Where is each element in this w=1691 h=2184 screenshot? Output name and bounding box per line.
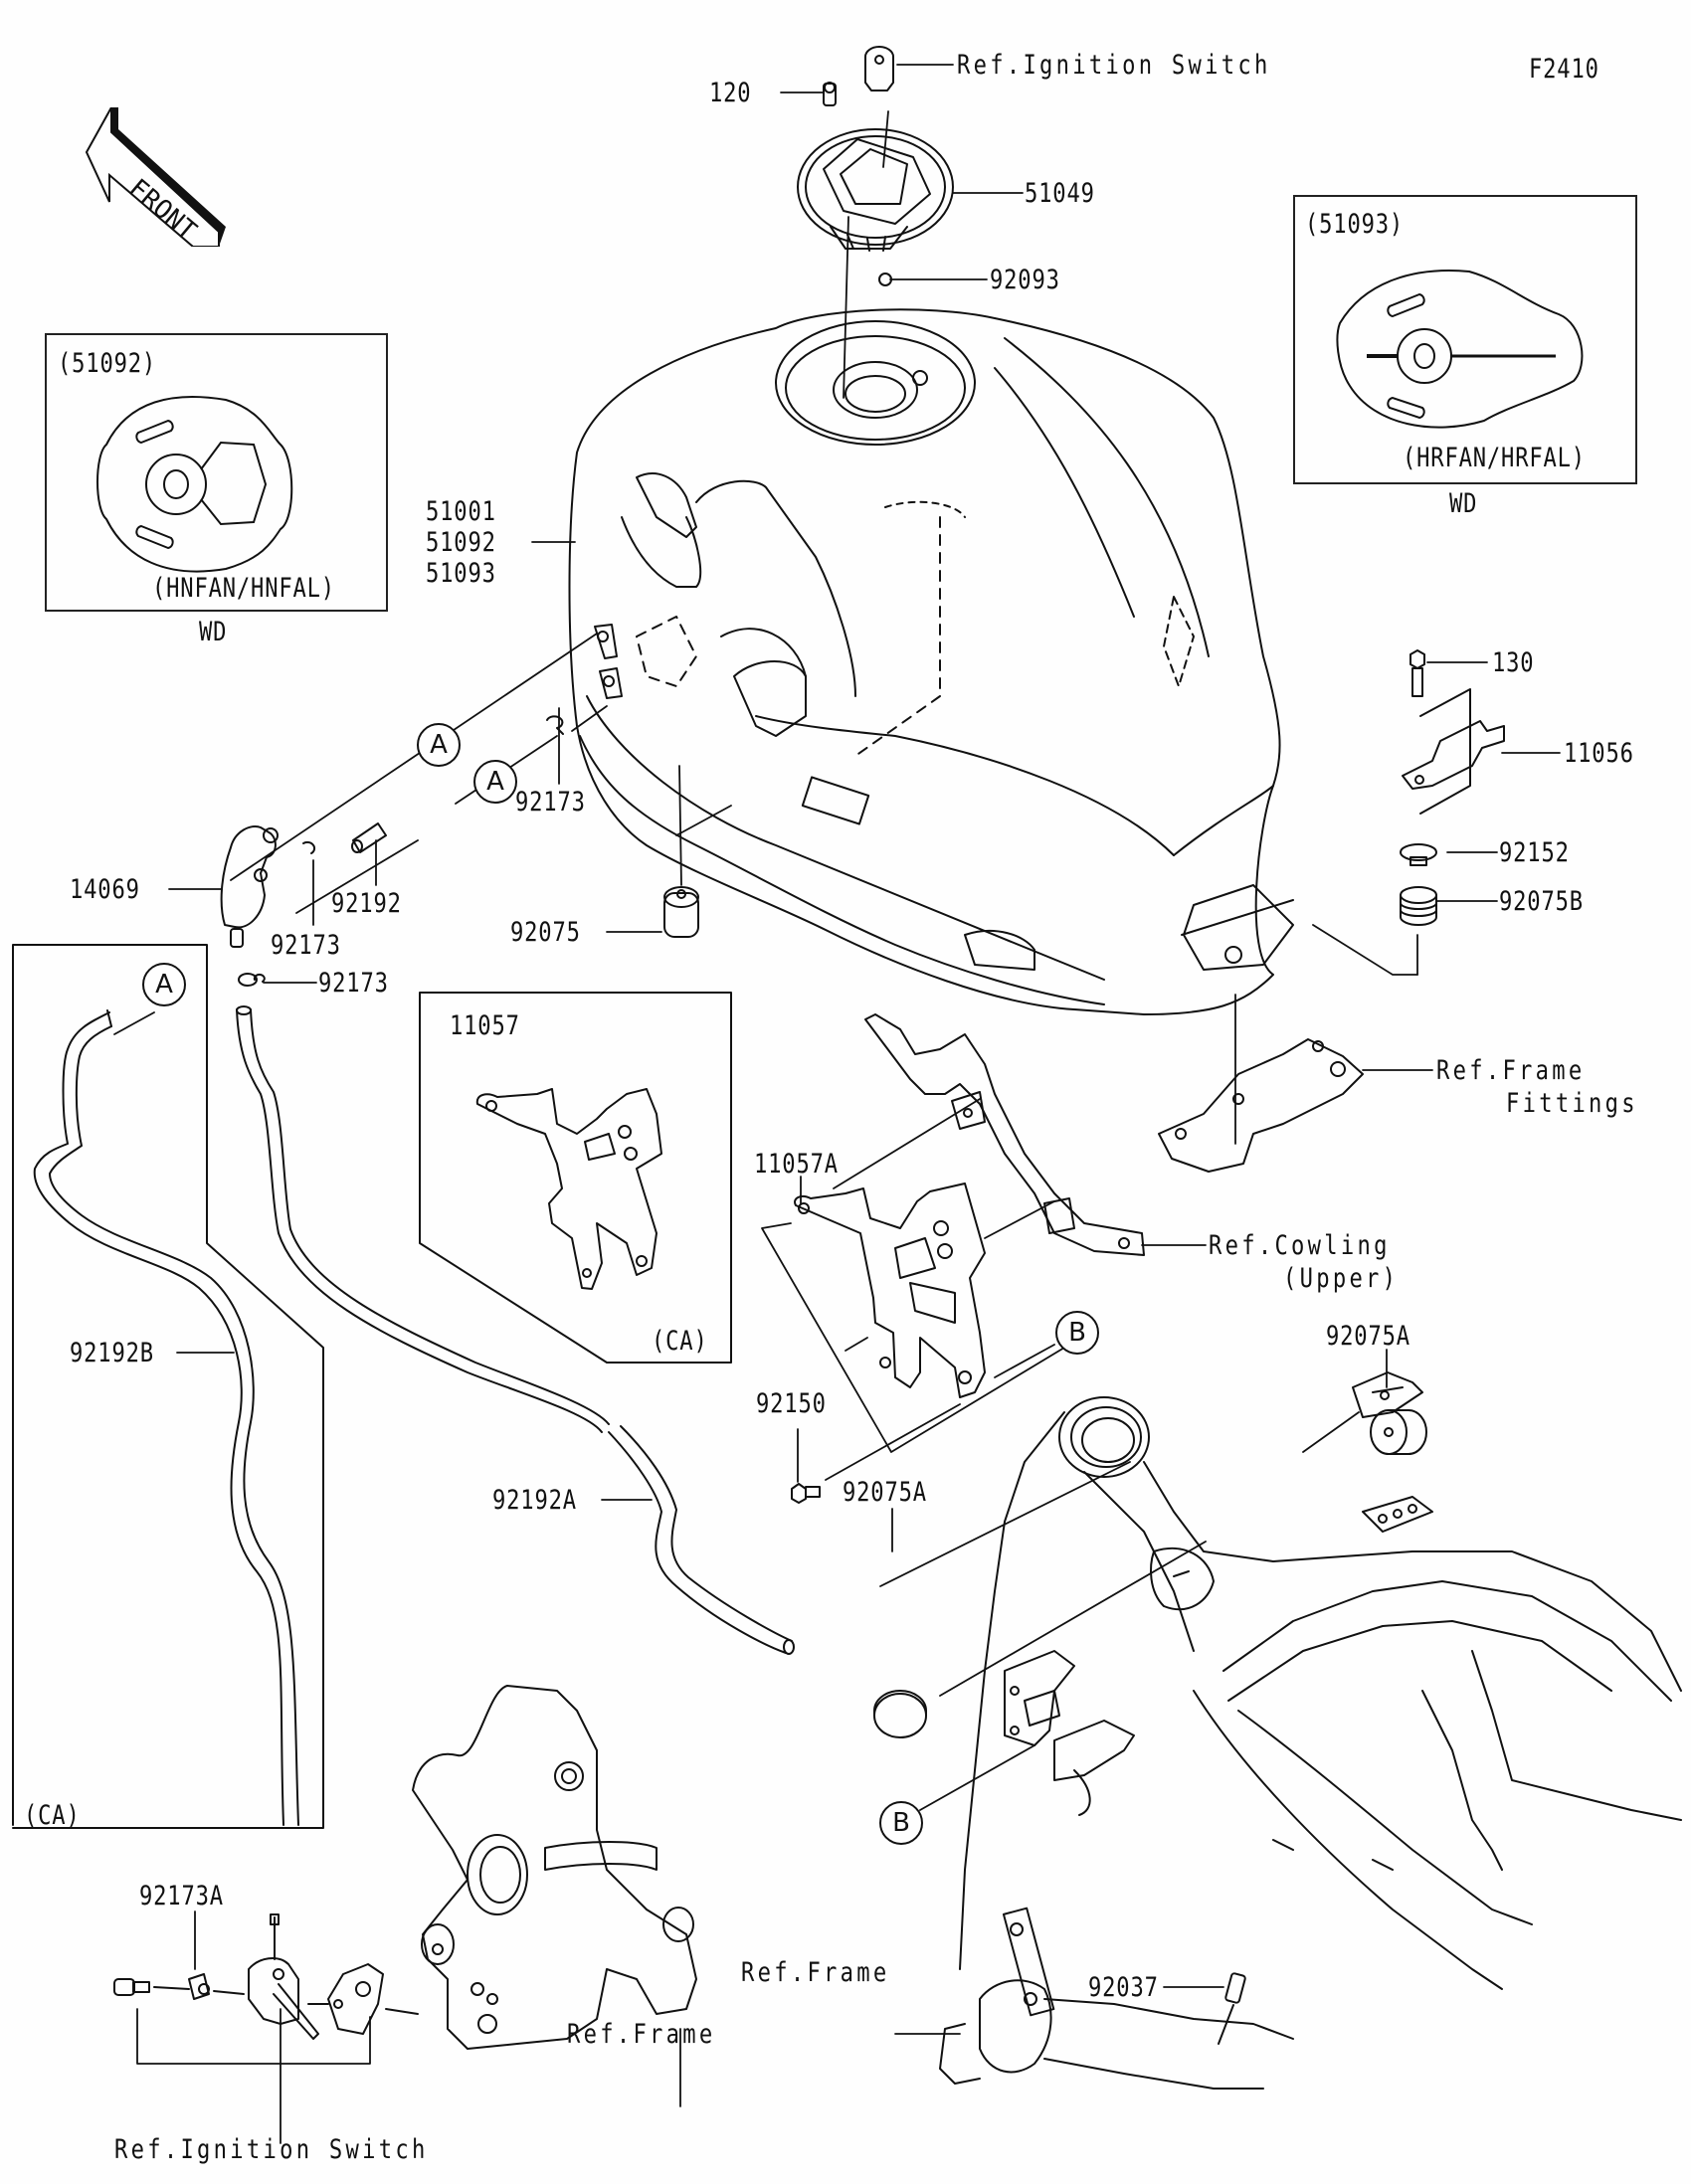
- hose-92192: [351, 822, 387, 853]
- bracket-11056: [1402, 688, 1505, 815]
- main-frame: [939, 1371, 1682, 2090]
- fuel-tank: [568, 308, 1294, 1015]
- callout-14069[interactable]: 14069: [70, 874, 140, 905]
- callout-130[interactable]: 130: [1492, 647, 1535, 678]
- grommet-92075A-top: [1370, 1409, 1427, 1455]
- callout-ref-cowling-line1[interactable]: Ref.Cowling: [1209, 1230, 1391, 1261]
- bracket-11057A: [794, 1183, 986, 1398]
- ca-box-bracket-outline: [419, 992, 732, 1364]
- grommet-92075B: [1400, 886, 1437, 926]
- fuel-cap-51049: [797, 128, 954, 252]
- callout-11056[interactable]: 11056: [1564, 738, 1634, 769]
- callout-92173A[interactable]: 92173A: [139, 1881, 224, 1911]
- connector-a-hose-end: A: [417, 723, 461, 767]
- callout-ref-frame-headstock[interactable]: Ref.Frame: [567, 2019, 716, 2050]
- callout-ref-ignition-switch-bottom[interactable]: Ref.Ignition Switch: [114, 2134, 429, 2165]
- inset-tank-51092: [45, 333, 388, 612]
- callout-92192[interactable]: 92192: [331, 888, 402, 919]
- hose-92192A: [236, 1005, 795, 1655]
- callout-92093[interactable]: 92093: [990, 265, 1060, 295]
- clamp-92173-b: [302, 840, 316, 854]
- bracket-11057: [475, 1088, 662, 1290]
- inset-92192B-region: (CA): [24, 1800, 81, 1831]
- callout-51001[interactable]: 51001: [426, 496, 496, 527]
- ca-box-hose-outline: [12, 944, 324, 1829]
- callout-51092[interactable]: 51092: [426, 527, 496, 558]
- callout-120[interactable]: 120: [709, 78, 752, 108]
- plug-92037: [1218, 1972, 1246, 2045]
- grommet-92075: [663, 886, 699, 938]
- bolt-130: [1409, 649, 1425, 697]
- tank-51092-top-view: [96, 396, 293, 573]
- callout-51093[interactable]: 51093: [426, 558, 496, 589]
- callout-92075A-top[interactable]: 92075A: [1326, 1321, 1410, 1352]
- clamp-92173-tank: [546, 715, 564, 735]
- inset-51093-part: (51093): [1305, 209, 1405, 240]
- callout-92075A-mid[interactable]: 92075A: [843, 1477, 927, 1508]
- callout-92192B[interactable]: 92192B: [70, 1338, 154, 1368]
- vent-14069: [220, 825, 279, 948]
- callout-11057A[interactable]: 11057A: [754, 1149, 839, 1180]
- connector-a-92192B: A: [142, 963, 186, 1006]
- connector-b-frame: B: [879, 1801, 923, 1845]
- frame-headstock-lower: [412, 1685, 697, 2050]
- callout-92152[interactable]: 92152: [1499, 837, 1570, 868]
- inset-51092-note: WD: [199, 617, 228, 647]
- inset-51092-models: (HNFAN/HNFAL): [152, 573, 335, 604]
- tank-51093-top-view: [1336, 270, 1584, 429]
- inset-tank-51093: [1293, 195, 1637, 484]
- frame-fittings: [1158, 1038, 1364, 1173]
- callout-92037[interactable]: 92037: [1088, 1972, 1159, 2003]
- gasket-92093: [878, 273, 892, 286]
- callout-92075B[interactable]: 92075B: [1499, 886, 1584, 917]
- inset-51092-part: (51092): [58, 348, 157, 379]
- front-direction-icon: FRONT: [85, 107, 226, 247]
- grommet-92075A-mid: [873, 1690, 927, 1738]
- screw-120: [823, 82, 837, 106]
- cowling-stay: [864, 1013, 1145, 1256]
- callout-92075[interactable]: 92075: [510, 917, 581, 948]
- connector-b-bracket: B: [1055, 1311, 1099, 1355]
- inset-11057-region: (CA): [652, 1326, 708, 1357]
- callout-92173-vent[interactable]: 92173: [271, 930, 341, 961]
- callout-92173-tank[interactable]: 92173: [515, 787, 586, 818]
- diagram-code: F2410: [1529, 54, 1599, 85]
- inset-51093-note: WD: [1449, 488, 1478, 519]
- callout-ref-cowling-line2[interactable]: (Upper): [1283, 1263, 1400, 1294]
- callout-92192A[interactable]: 92192A: [492, 1485, 577, 1516]
- callout-92150[interactable]: 92150: [756, 1388, 827, 1419]
- clamp-92173-c: [238, 973, 266, 987]
- callout-ref-frame-fittings-line1[interactable]: Ref.Frame: [1436, 1055, 1586, 1086]
- connector-a-tank: A: [473, 760, 517, 804]
- callout-ref-ignition-switch-top[interactable]: Ref.Ignition Switch: [957, 50, 1271, 81]
- callout-51049[interactable]: 51049: [1025, 178, 1095, 209]
- washer-92152: [1400, 843, 1437, 866]
- callout-ref-frame-fittings-line2[interactable]: Fittings: [1506, 1088, 1638, 1119]
- callout-ref-frame-main[interactable]: Ref.Frame: [741, 1957, 890, 1988]
- inset-51093-models: (HRFAN/HRFAL): [1403, 443, 1586, 473]
- ignition-switch-lower: [113, 1913, 419, 2040]
- key-cylinder: [864, 46, 894, 91]
- inset-11057-part[interactable]: 11057: [450, 1010, 520, 1041]
- callout-92173-hose[interactable]: 92173: [318, 968, 389, 999]
- hose-92192B: [33, 1009, 299, 1826]
- bolt-92150: [791, 1483, 821, 1504]
